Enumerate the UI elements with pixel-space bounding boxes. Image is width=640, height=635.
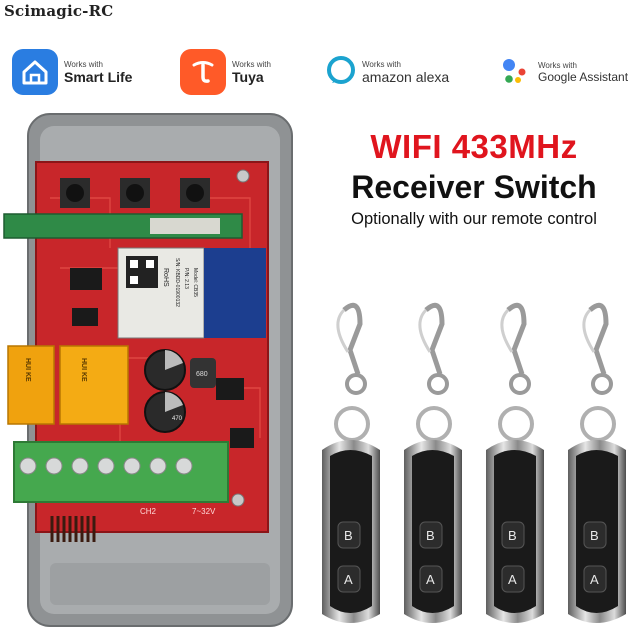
alexa-big-text: amazon alexa (362, 68, 450, 85)
pcb-voltage-label: 7~32V (192, 507, 216, 516)
remote-controls-image: B A B A B A B A (322, 302, 626, 623)
google-assistant-dots-icon (500, 55, 532, 90)
smart-life-big-text: Smart Life (64, 68, 133, 85)
mount-screw-bottom (231, 493, 245, 507)
google-assistant-badge: Works with Google Assistant (500, 36, 628, 108)
tuya-badge: Works with Tuya (180, 36, 271, 108)
remote-1-button-a: A (344, 572, 353, 587)
headline-product: Receiver Switch (351, 169, 597, 205)
wifi-module-sn: S/N: KBDD-01900132 (174, 258, 180, 307)
remote-3-button-b: B (508, 528, 517, 543)
alexa-ring-icon (326, 55, 356, 90)
remote-control-4: B A (568, 302, 626, 623)
capacitor-label: 470 (172, 416, 183, 422)
smart-life-house-icon (12, 49, 58, 95)
relay-right (59, 345, 129, 425)
remote-3-button-a: A (508, 572, 517, 587)
pcb-ics (70, 268, 254, 448)
headline-note: Optionally with our remote control (351, 210, 597, 228)
remote-4-button-a: A (590, 572, 599, 587)
relay-right-label: HUI KE (80, 358, 87, 382)
remote-control-1: B A (322, 302, 380, 623)
remote-1-button-b: B (344, 528, 353, 543)
tuya-big-text: Tuya (232, 68, 264, 85)
smart-life-small-text: Works with (64, 59, 103, 69)
antenna-coil (50, 516, 96, 542)
inductor (190, 358, 216, 388)
alexa-badge: Works with amazon alexa (326, 36, 449, 108)
terminal-screws (19, 457, 193, 475)
remote-control-2: B A (404, 302, 462, 623)
wifi-module-rohs: RoHS (162, 268, 169, 287)
remote-control-3: B A (486, 302, 544, 623)
receiver-device-image: RoHS S/N: KBDD-01900132 P/N: 2.13 Model:… (3, 113, 293, 627)
remote-2-button-b: B (426, 528, 435, 543)
remote-2-button-a: A (426, 572, 435, 587)
tuya-t-icon (180, 49, 226, 95)
alexa-small-text: Works with (362, 59, 401, 69)
wifi-module-model: Model: CB35 (192, 268, 198, 297)
wifi-module-pn: P/N: 2.13 (183, 268, 189, 289)
pcb-push-buttons (60, 178, 210, 208)
terminal-block (13, 441, 229, 503)
compatibility-badges: Works with Smart Life Works with Tuya Wo… (0, 36, 640, 108)
smart-life-badge: Works with Smart Life (12, 36, 132, 108)
headline-frequency: WIFI 433MHz (370, 128, 578, 165)
google-small-text: Works with (538, 60, 577, 70)
remote-4-button-b: B (590, 528, 599, 543)
mount-screw-top (236, 169, 250, 183)
brand-logo-text: Scimagic-RC (4, 2, 114, 20)
relay-left-label: HUI KE (24, 358, 31, 382)
inductor-label: 680 (196, 371, 208, 378)
relay-left (7, 345, 55, 425)
google-big-text: Google Assistant (538, 69, 629, 84)
product-headline: WIFI 433MHz Receiver Switch Optionally w… (308, 128, 640, 230)
enclosure-bottom-slot (50, 563, 270, 605)
pcb-ch2-label: CH2 (140, 507, 157, 516)
tuya-small-text: Works with (232, 59, 271, 69)
